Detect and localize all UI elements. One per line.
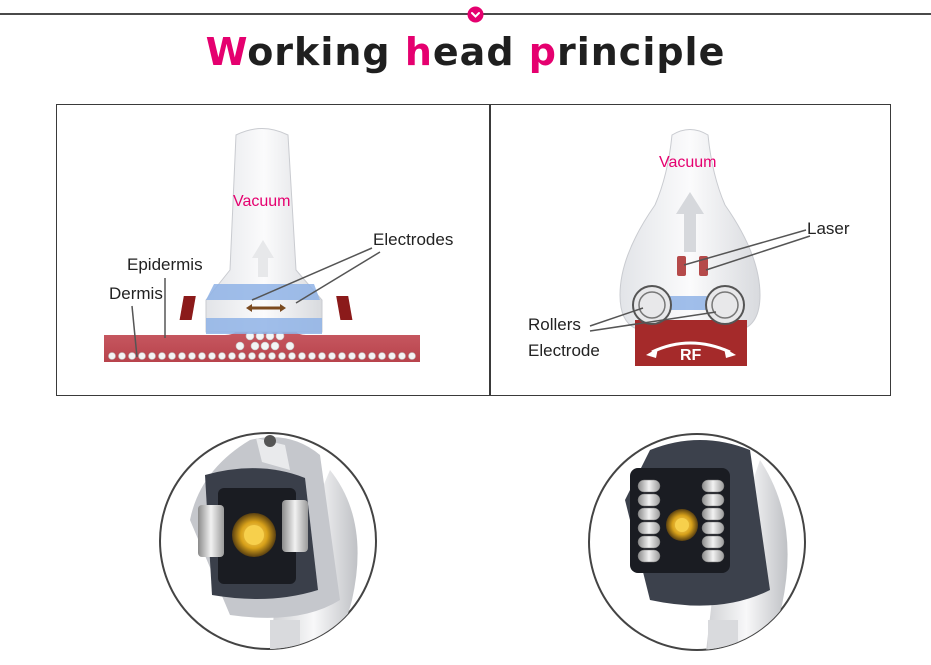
left-vacuum-label: Vacuum [233, 193, 291, 210]
electrodes-label: Electrodes [373, 230, 453, 249]
top-divider-line [0, 13, 931, 15]
epidermis-label: Epidermis [127, 255, 203, 274]
electrode-label: Electrode [528, 341, 600, 360]
panel-divider [489, 104, 491, 396]
right-vacuum-label: Vacuum [659, 154, 717, 171]
left-blue-band [206, 284, 320, 300]
title-rest-3: rinciple [556, 30, 726, 74]
title-rest-1: orking [247, 30, 405, 74]
diagram-panel [56, 104, 891, 396]
product-photo-right [588, 433, 806, 651]
left-diagram: Vacuum Electrodes Epidermis Dermis [104, 128, 453, 362]
left-vacuum-arrow [258, 255, 268, 277]
roller-left [632, 285, 672, 325]
right-electrode [336, 296, 353, 320]
laser-bar-left [677, 256, 686, 276]
left-electrode [179, 296, 196, 320]
title-initial-2: h [404, 30, 433, 74]
rollers-label: Rollers [528, 315, 581, 334]
right-vacuum-arrow [684, 212, 696, 252]
right-diagram: RF Vacuum Laser Rollers Electrode [528, 129, 850, 366]
chevron-down-circle-icon [467, 6, 484, 23]
product-photo-left [159, 432, 377, 650]
title-rest-2: ead [432, 30, 529, 74]
laser-bar-right [699, 256, 708, 276]
laser-label: Laser [807, 219, 850, 238]
dermis-label: Dermis [109, 284, 163, 303]
title-initial-1: W [205, 30, 248, 74]
title-initial-3: p [528, 30, 557, 74]
roller-right [705, 285, 745, 325]
left-applicator-body [205, 128, 323, 333]
page-title: Working head principle [0, 30, 931, 74]
rf-label: RF [680, 347, 702, 364]
